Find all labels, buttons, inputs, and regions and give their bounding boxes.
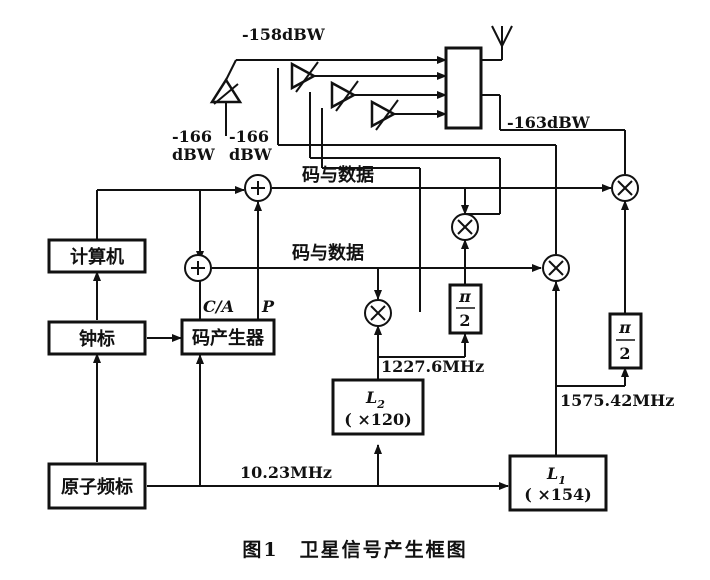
amplifier-163 <box>370 99 399 131</box>
adder-middle <box>184 254 212 282</box>
svg-text:π: π <box>458 287 471 306</box>
signal-lines <box>93 46 629 490</box>
code-data-label-mid: 码与数据 <box>292 242 364 264</box>
freq-l1-label: 1575.42MHz <box>560 391 674 410</box>
multiplier-center <box>451 213 479 241</box>
multiplier-lower <box>364 299 392 327</box>
atomic-clock-block <box>47 462 147 510</box>
l1-name: L1 <box>546 464 566 487</box>
code-generator-label: 码产生器 <box>192 327 265 349</box>
power-163-label: -163dBW <box>507 113 591 132</box>
amplifier-158 <box>290 61 319 93</box>
svg-text:2: 2 <box>619 344 630 363</box>
code-generator-block <box>180 318 276 356</box>
clock-block <box>47 320 147 356</box>
l1-block <box>508 454 608 512</box>
code-data-label-top: 码与数据 <box>302 164 374 186</box>
freq-l2-label: 1227.6MHz <box>381 357 484 376</box>
l2-block <box>331 378 425 436</box>
amplifier-166a <box>209 77 243 105</box>
power-158-label: -158dBW <box>242 25 326 44</box>
power-166b-unit: dBW <box>229 145 273 164</box>
atomic-clock-label: 原子频标 <box>61 476 133 498</box>
adder-top <box>244 174 272 202</box>
power-166b-value: -166 <box>229 127 269 146</box>
computer-label: 计算机 <box>70 246 124 268</box>
phase-shifter-l1: π 2 <box>608 312 643 370</box>
power-166a-unit: dBW <box>172 145 216 164</box>
phase-shifter-l2: π 2 <box>448 283 483 335</box>
computer-block <box>47 238 147 274</box>
power-166a-value: -166 <box>172 127 212 146</box>
svg-text:2: 2 <box>459 311 470 330</box>
l2-multiplier: ( ×120) <box>344 410 412 429</box>
figure-caption: 图1 卫星信号产生框图 <box>242 538 467 561</box>
svg-text:π: π <box>618 318 631 337</box>
combiner-box <box>444 46 483 130</box>
multiplier-right-top <box>611 174 639 202</box>
multiplier-right-mid <box>542 254 570 282</box>
freq-ref-label: 10.23MHz <box>240 463 332 482</box>
p-code-label: P <box>261 297 275 316</box>
clock-label: 钟标 <box>79 328 115 350</box>
l1-multiplier: ( ×154) <box>524 485 592 504</box>
amplifier-166b <box>330 80 359 112</box>
ca-code-label: C/A <box>203 297 234 316</box>
l2-name: L2 <box>365 388 385 411</box>
antenna-icon <box>491 25 513 47</box>
